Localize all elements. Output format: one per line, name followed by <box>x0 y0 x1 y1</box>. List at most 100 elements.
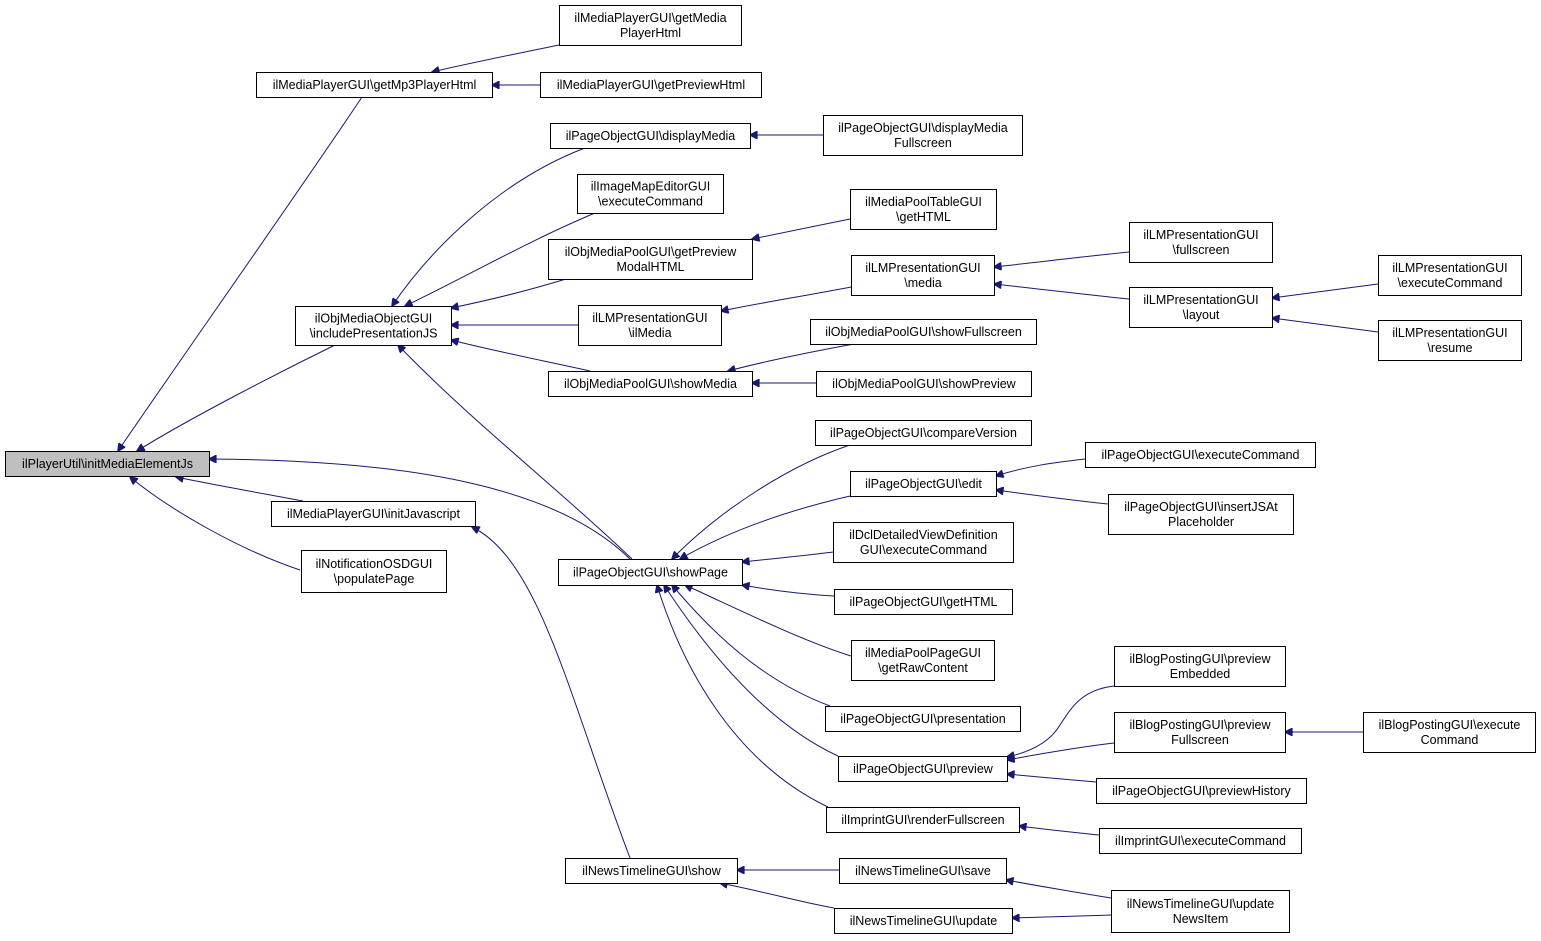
node-showMedia[interactable]: ilObjMediaPoolGUI\showMedia <box>548 371 753 397</box>
node-label: ilMediaPlayerGUI\initJavascript <box>287 507 461 521</box>
node-label: ilMediaPoolPageGUI <box>865 646 981 660</box>
node-edit[interactable]: ilPageObjectGUI\edit <box>850 471 997 497</box>
edge-newsUpdateItem-to-newsUpdate <box>1012 915 1112 918</box>
node-blogExec[interactable]: ilBlogPostingGUI\executeCommand <box>1363 712 1536 753</box>
node-label: \getHTML <box>896 210 951 224</box>
node-lmLayout[interactable]: ilLMPresentationGUI\layout <box>1129 287 1273 328</box>
node-label: ilLMPresentationGUI <box>592 311 707 325</box>
node-displayMedia[interactable]: ilPageObjectGUI\displayMedia <box>550 123 751 149</box>
edge-edit-to-showPage <box>680 495 851 559</box>
node-box <box>838 756 1008 782</box>
node-box <box>850 471 997 497</box>
node-label: Placeholder <box>1168 515 1234 529</box>
node-showPreview[interactable]: ilObjMediaPoolGUI\showPreview <box>816 371 1032 397</box>
node-label: \fullscreen <box>1173 243 1230 257</box>
node-label: ilBlogPostingGUI\preview <box>1129 718 1271 732</box>
node-compareVersion[interactable]: ilPageObjectGUI\compareVersion <box>815 420 1032 446</box>
node-lmFullscreen[interactable]: ilLMPresentationGUI\fullscreen <box>1129 222 1273 263</box>
node-label: PlayerHtml <box>620 26 681 40</box>
node-label: ilPageObjectGUI\preview <box>853 762 994 776</box>
node-label: ilNewsTimelineGUI\update <box>1127 897 1275 911</box>
node-box <box>1096 778 1307 804</box>
node-label: ilPageObjectGUI\presentation <box>840 712 1005 726</box>
node-box <box>540 72 762 98</box>
node-label: \getRawContent <box>878 661 968 675</box>
node-getMp3[interactable]: ilMediaPlayerGUI\getMp3PlayerHtml <box>256 72 493 98</box>
nodes: ilPlayerUtil\initMediaElementJs ilMediaPl… <box>5 5 1536 934</box>
node-label: ilLMPresentationGUI <box>1392 261 1507 275</box>
node-imprintExec[interactable]: ilImprintGUI\executeCommand <box>1099 828 1302 854</box>
node-box <box>5 451 210 477</box>
node-label: ilObjMediaPoolGUI\showMedia <box>564 377 737 391</box>
node-newsShow[interactable]: ilNewsTimelineGUI\show <box>565 858 738 884</box>
node-box <box>1378 255 1522 296</box>
node-imageMap[interactable]: ilImageMapEditorGUI\executeCommand <box>577 174 724 214</box>
node-label: ilLMPresentationGUI <box>1143 228 1258 242</box>
edge-includePres-to-root <box>137 344 336 451</box>
node-root[interactable]: ilPlayerUtil\initMediaElementJs <box>5 451 210 477</box>
node-label: ilObjMediaPoolGUI\showPreview <box>832 377 1016 391</box>
edge-getMp3-to-root <box>118 96 363 451</box>
node-mediaPoolTable[interactable]: ilMediaPoolTableGUI\getHTML <box>850 189 997 230</box>
node-lmResume[interactable]: ilLMPresentationGUI\resume <box>1378 320 1522 361</box>
node-lmExec[interactable]: ilLMPresentationGUI\executeCommand <box>1378 255 1522 296</box>
node-showPage[interactable]: ilPageObjectGUI\showPage <box>558 559 743 586</box>
edge-insertJS-to-edit <box>996 490 1109 505</box>
node-imprintRender[interactable]: ilImprintGUI\renderFullscreen <box>826 807 1020 833</box>
node-dcl[interactable]: ilDclDetailedViewDefinitionGUI\executeCo… <box>833 522 1014 563</box>
node-label: ilPlayerUtil\initMediaElementJs <box>22 457 193 471</box>
edge-lmLayout-to-lmMedia2 <box>994 284 1130 300</box>
node-label: ilPageObjectGUI\compareVersion <box>830 426 1017 440</box>
node-label: ilPageObjectGUI\showPage <box>573 566 728 580</box>
node-box <box>850 189 997 230</box>
node-box <box>558 559 743 586</box>
node-label: ilPageObjectGUI\insertJSAt <box>1124 500 1278 514</box>
node-label: Fullscreen <box>894 136 952 150</box>
node-previewHistory[interactable]: ilPageObjectGUI\previewHistory <box>1096 778 1307 804</box>
edges <box>118 44 1379 918</box>
edge-lmFullscreen-to-lmMedia2 <box>994 251 1130 267</box>
node-preview[interactable]: ilPageObjectGUI\preview <box>838 756 1008 782</box>
node-pageGetHTML[interactable]: ilPageObjectGUI\getHTML <box>834 589 1013 615</box>
node-label: ilPageObjectGUI\edit <box>865 477 982 491</box>
edge-notif-to-root <box>130 477 301 571</box>
node-pageExec[interactable]: ilPageObjectGUI\executeCommand <box>1085 442 1316 468</box>
edge-lmMedia2-to-lmMedia <box>721 286 852 311</box>
node-label: ilObjMediaObjectGUI <box>315 312 432 326</box>
node-box <box>548 239 753 280</box>
node-label: ilLMPresentationGUI <box>1143 293 1258 307</box>
node-box <box>816 371 1032 397</box>
node-mediaPoolPage[interactable]: ilMediaPoolPageGUI\getRawContent <box>851 640 995 681</box>
edge-preview-to-showPage <box>664 585 839 757</box>
node-box <box>578 305 722 346</box>
node-getPreviewHtml[interactable]: ilMediaPlayerGUI\getPreviewHtml <box>540 72 762 98</box>
node-box <box>1114 712 1286 753</box>
node-showFullscreen[interactable]: ilObjMediaPoolGUI\showFullscreen <box>810 319 1037 345</box>
node-label: ilPageObjectGUI\displayMedia <box>838 121 1008 135</box>
node-label: Embedded <box>1170 667 1231 681</box>
node-presentation[interactable]: ilPageObjectGUI\presentation <box>825 706 1021 732</box>
node-label: ilLMPresentationGUI <box>1392 326 1507 340</box>
node-box <box>577 174 724 214</box>
node-lmMedia2[interactable]: ilLMPresentationGUI\media <box>851 255 995 296</box>
node-box <box>1363 712 1536 753</box>
node-notif[interactable]: ilNotificationOSDGUI\populatePage <box>301 550 447 593</box>
node-newsUpdate[interactable]: ilNewsTimelineGUI\update <box>834 908 1013 934</box>
node-label: ilPageObjectGUI\previewHistory <box>1112 784 1291 798</box>
node-initJs[interactable]: ilMediaPlayerGUI\initJavascript <box>271 501 476 527</box>
node-lmMedia[interactable]: ilLMPresentationGUI\ilMedia <box>578 305 722 346</box>
node-label: \includePresentationJS <box>310 327 438 341</box>
node-newsSave[interactable]: ilNewsTimelineGUI\save <box>839 858 1007 884</box>
edge-compareVersion-to-showPage <box>672 444 851 559</box>
node-label: ilPageObjectGUI\executeCommand <box>1101 448 1299 462</box>
node-label: ilNotificationOSDGUI <box>316 557 433 571</box>
node-label: ilNewsTimelineGUI\show <box>582 864 721 878</box>
node-includePres[interactable]: ilObjMediaObjectGUI\includePresentationJ… <box>295 306 452 346</box>
